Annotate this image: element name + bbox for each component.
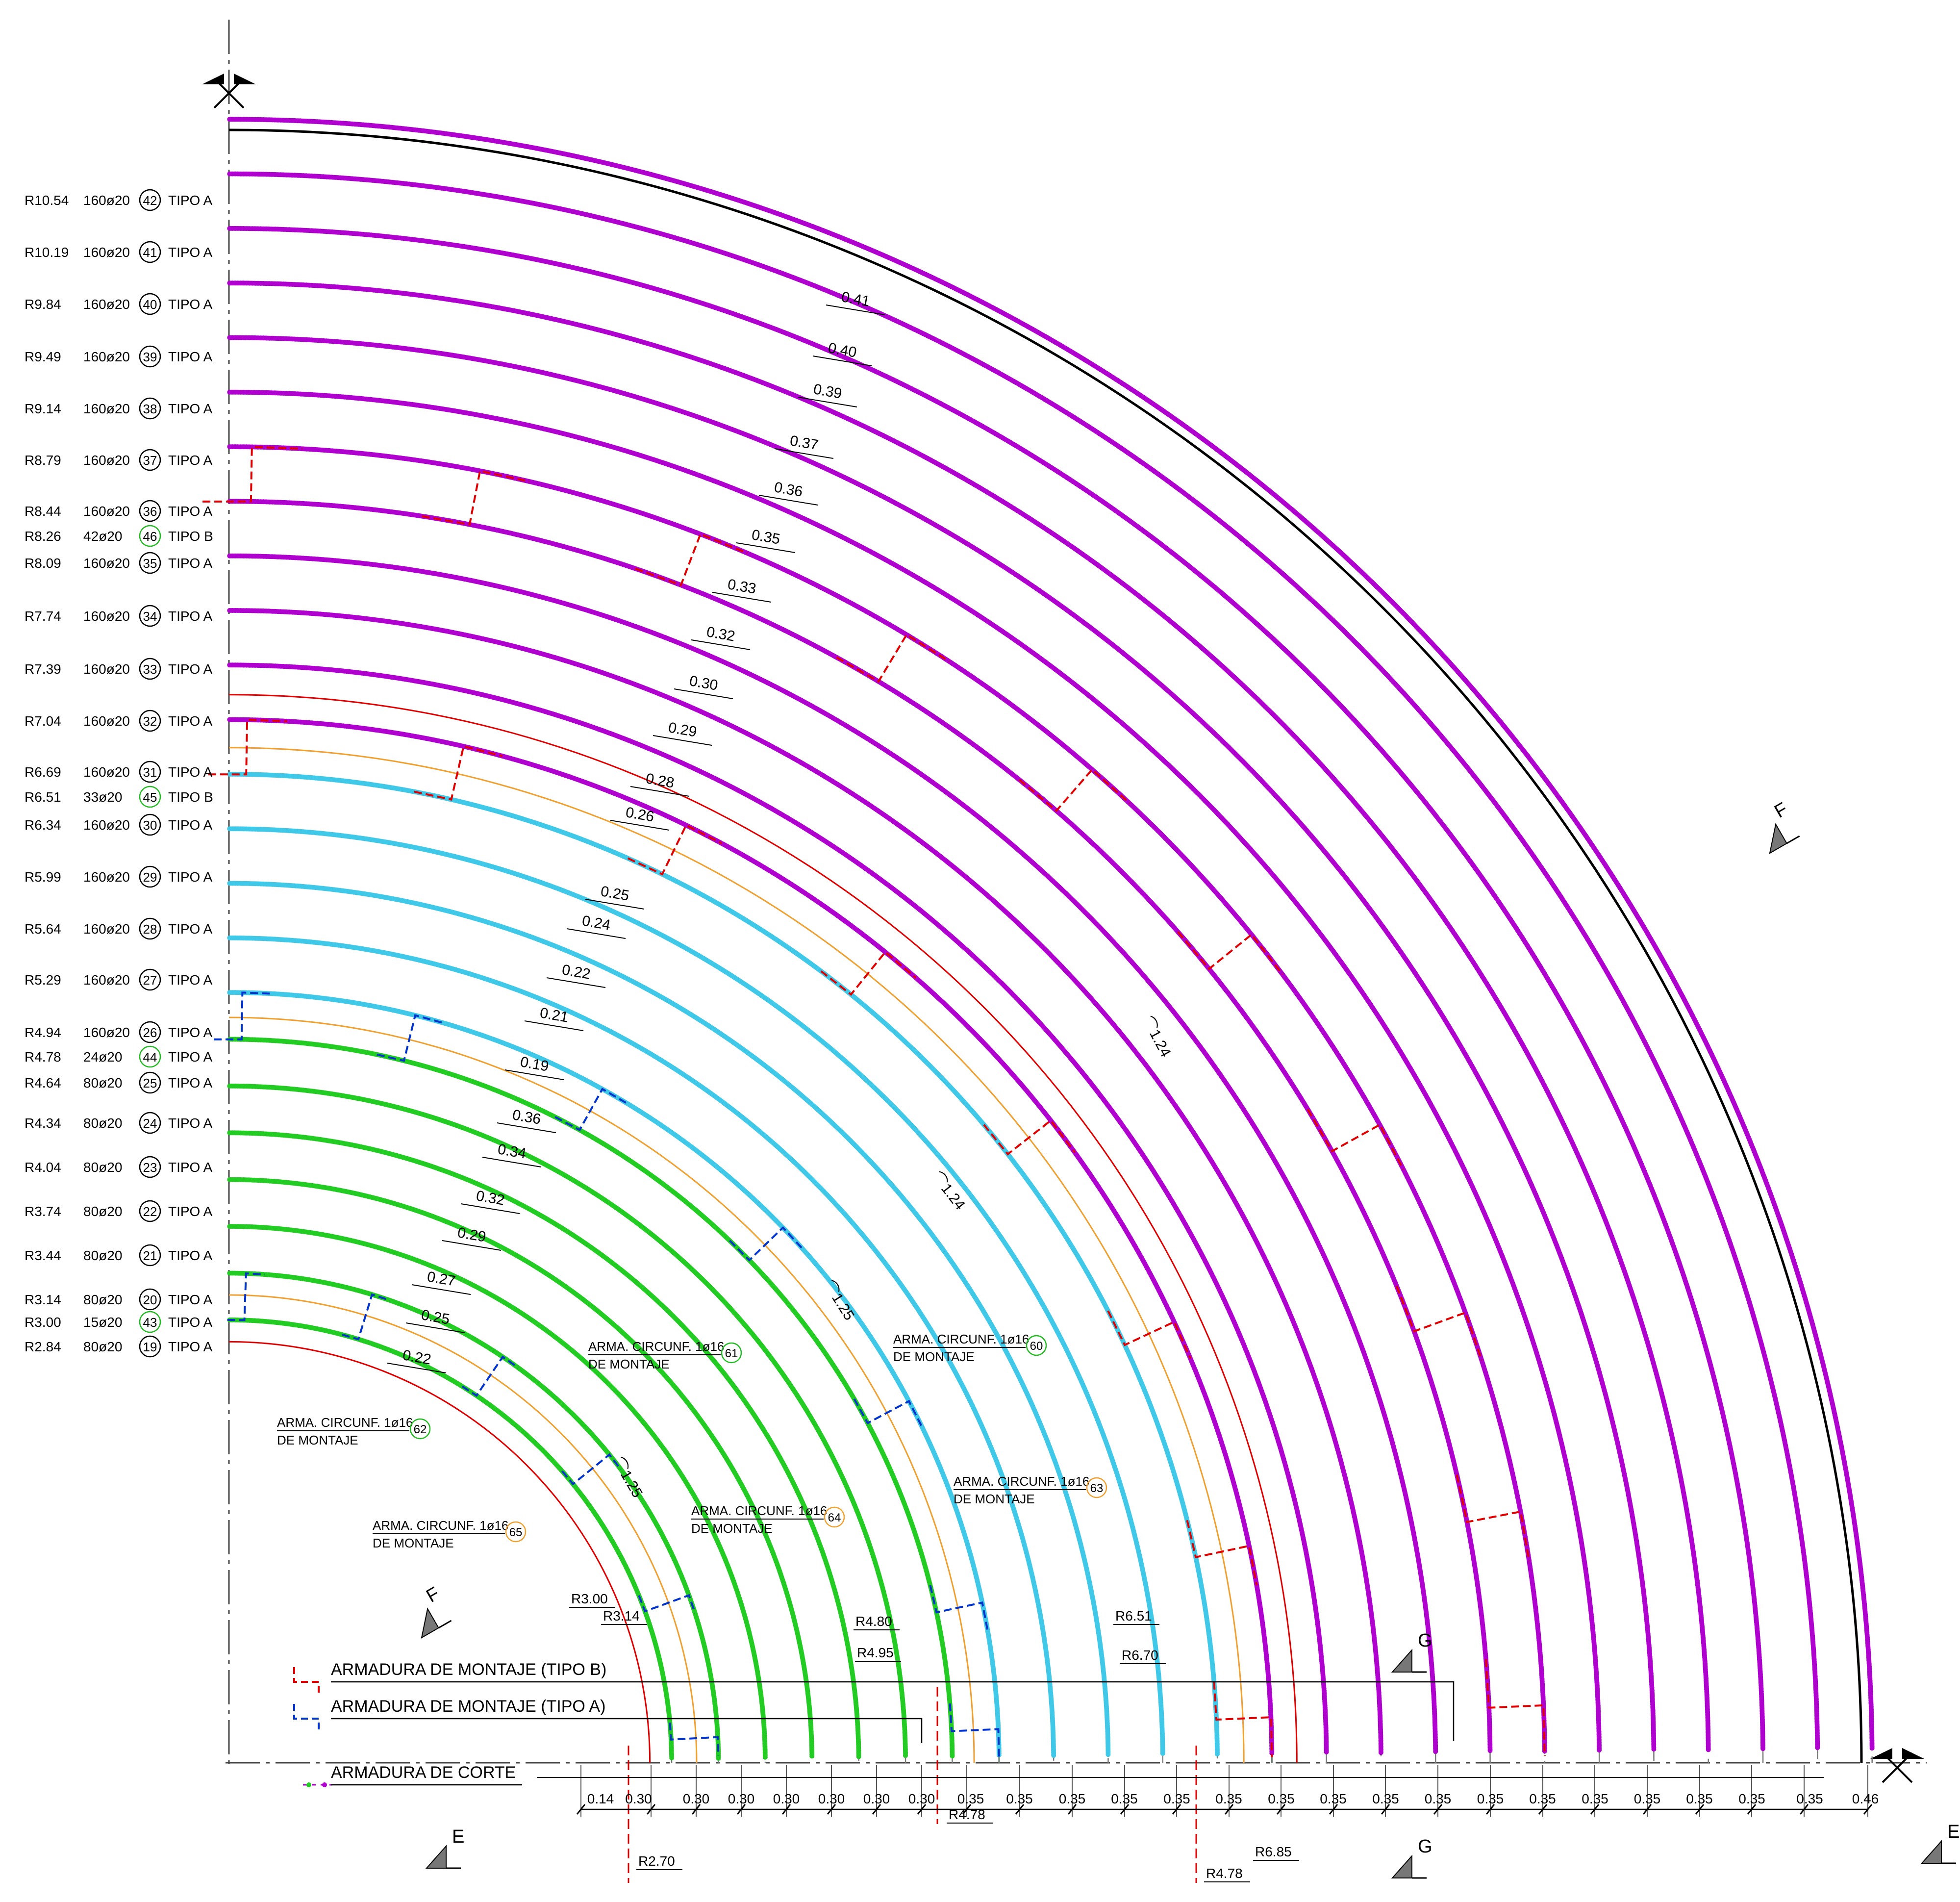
ring-r669-green xyxy=(229,720,1272,1763)
axis-arrow-head xyxy=(202,74,224,84)
rebar-arcs xyxy=(227,117,1874,1763)
rebar-dot xyxy=(1870,1746,1875,1750)
rebar-arc-line xyxy=(229,119,1872,1763)
ring-r685-red xyxy=(229,695,1297,1763)
rebar-arc-42 xyxy=(227,117,1874,1763)
ring-r651-orange xyxy=(229,748,1244,1763)
right-axis-symbol xyxy=(1870,1748,1924,1782)
axis-arrow-head xyxy=(1902,1748,1924,1759)
axis-arrow-head xyxy=(234,74,256,84)
